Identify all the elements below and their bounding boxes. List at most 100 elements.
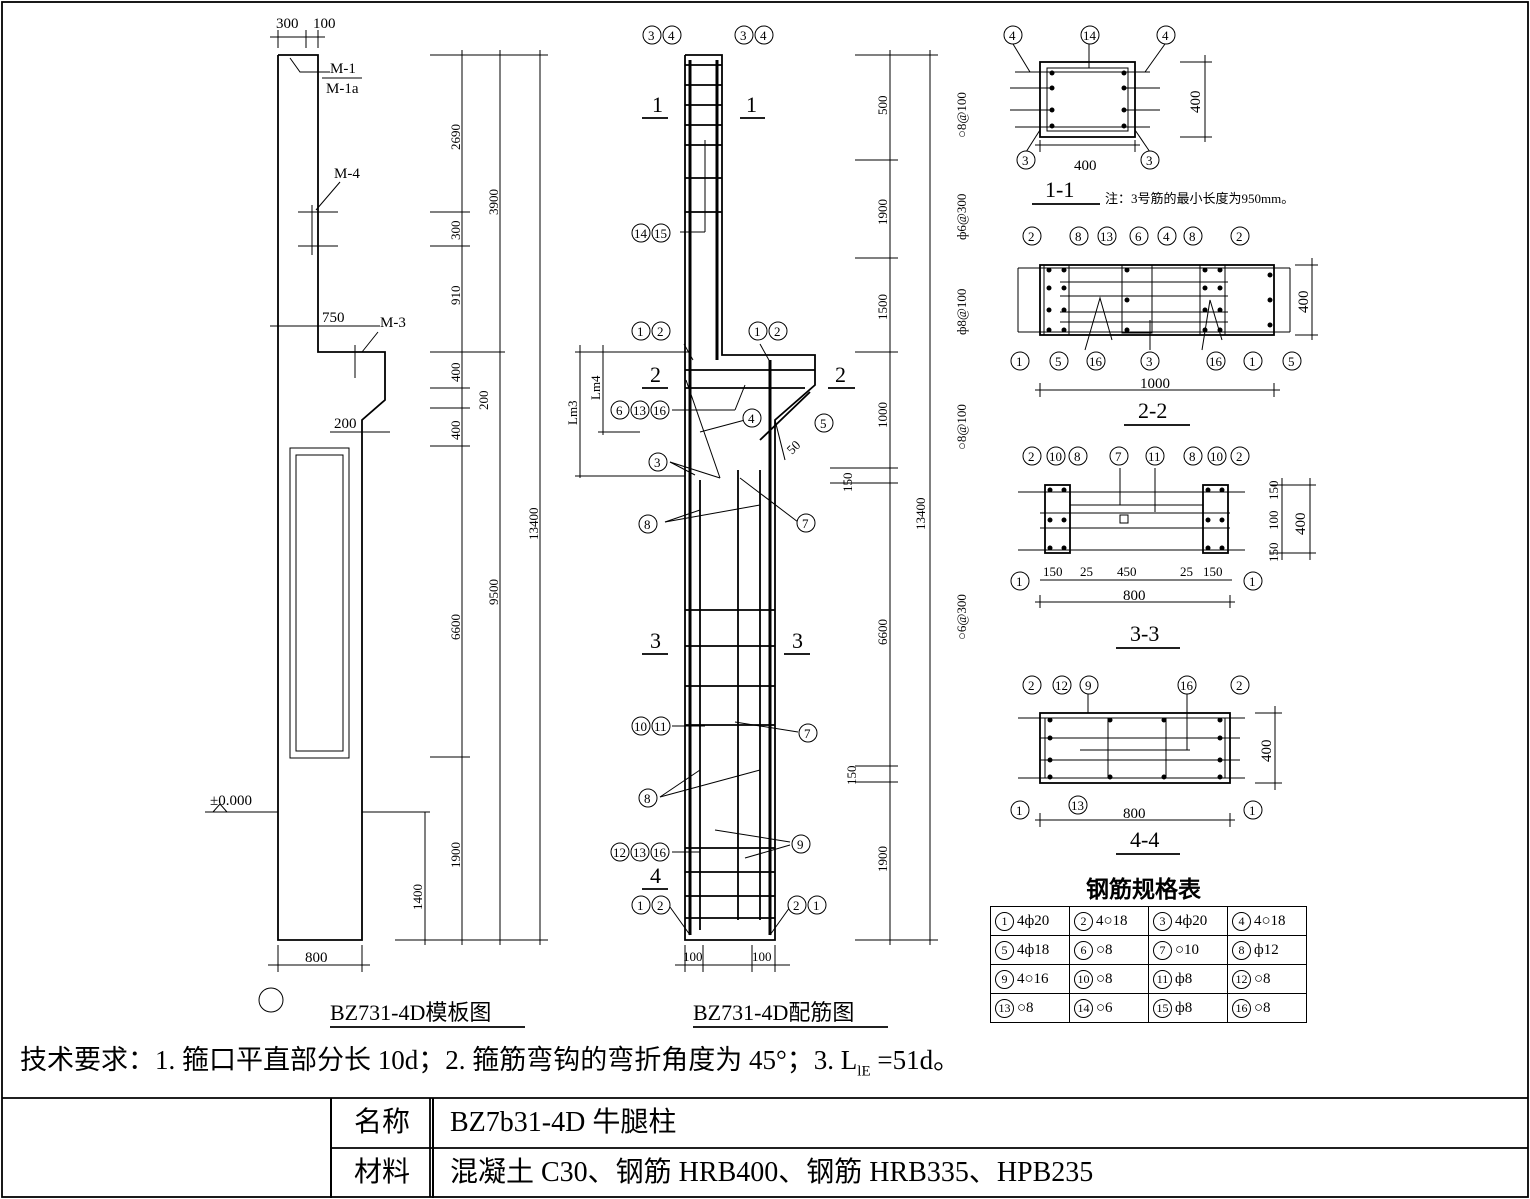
bar-number: 2 <box>1074 911 1093 931</box>
svg-text:4: 4 <box>1163 229 1170 244</box>
name-label: 名称 <box>332 1098 434 1148</box>
svg-text:100: 100 <box>1266 511 1281 531</box>
svg-text:2: 2 <box>1028 449 1035 464</box>
bar-number: 8 <box>1232 940 1251 960</box>
bar-spec: ○8 <box>1254 970 1271 987</box>
dim-50: 50 <box>784 437 804 457</box>
spacing-3: ф8@100 <box>954 289 969 335</box>
svg-text:12: 12 <box>1055 678 1068 693</box>
svg-text:11: 11 <box>654 719 667 734</box>
bar-spec: 4○18 <box>1254 912 1286 929</box>
svg-text:5: 5 <box>820 416 827 431</box>
material-value: 混凝土 C30、钢筋 HRB400、钢筋 HRB335、HPB235 <box>450 1157 1094 1188</box>
svg-text:12: 12 <box>613 845 626 860</box>
spec-cell: 10○8 <box>1069 964 1149 994</box>
svg-text:8: 8 <box>644 791 651 806</box>
tech-text: 技术要求：1. 箍口平直部分长 10d；2. 箍筋弯钩的弯折角度为 45°；3.… <box>20 1045 858 1075</box>
svg-text:25: 25 <box>1180 564 1193 579</box>
svg-text:10: 10 <box>1049 449 1062 464</box>
svg-text:8: 8 <box>1189 449 1196 464</box>
s22-title: 2-2 <box>1138 398 1167 423</box>
dim-1900: 1900 <box>448 842 463 868</box>
svg-text:150: 150 <box>1266 543 1281 563</box>
label-m1: M-1 <box>330 61 356 77</box>
bar-number: 10 <box>1074 969 1093 989</box>
label-m1a: M-1a <box>326 81 359 97</box>
formwork-title: BZ731-4D模板图 <box>330 1000 491 1025</box>
dim-9500: 9500 <box>486 579 501 605</box>
section-2-2: 2 8 13 6 4 8 2 1 5 16 3 16 1 5 1000 400 … <box>1010 226 1318 426</box>
dim-1400: 1400 <box>410 884 425 910</box>
bar-number: 14 <box>1074 998 1093 1018</box>
svg-text:16: 16 <box>1180 678 1194 693</box>
svg-text:4: 4 <box>668 28 675 43</box>
title-block: 名称 BZ7b31-4D 牛腿柱 材料 混凝土 C30、钢筋 HRB400、钢筋… <box>330 1098 1528 1198</box>
bar-number: 12 <box>1232 969 1251 989</box>
dim-100-right: 100 <box>752 949 772 964</box>
svg-text:1: 1 <box>1016 574 1023 589</box>
svg-text:16: 16 <box>653 403 667 418</box>
svg-text:1: 1 <box>754 324 761 339</box>
tech-requirements: 技术要求：1. 箍口平直部分长 10d；2. 箍筋弯钩的弯折角度为 45°；3.… <box>20 1038 960 1080</box>
spec-cell: 6○8 <box>1069 935 1149 965</box>
dim-100-left: 100 <box>683 949 703 964</box>
dim-400-a: 400 <box>448 363 463 383</box>
svg-text:3: 3 <box>654 455 661 470</box>
svg-text:2: 2 <box>793 898 800 913</box>
material-label: 材料 <box>332 1148 434 1198</box>
s11-height: 400 <box>1188 91 1204 114</box>
svg-text:150: 150 <box>1043 564 1063 579</box>
rebar-dim-6600: 6600 <box>875 619 890 645</box>
dim-800: 800 <box>305 950 328 966</box>
window-recess-inner <box>295 454 344 752</box>
dim-lm3: Lm3 <box>565 400 580 425</box>
svg-text:8: 8 <box>1074 449 1081 464</box>
spec-cell: 13○8 <box>990 993 1070 1023</box>
svg-text:13: 13 <box>633 845 646 860</box>
s44-title: 4-4 <box>1130 827 1159 852</box>
dim-6600: 6600 <box>448 614 463 640</box>
rebar-drawing: Lm3 Lm4 1 1 2 2 3 3 4 3 4 3 4 14 15 1 2 … <box>565 25 969 1028</box>
cut-3-left: 3 <box>650 628 661 653</box>
bar-spec: ○8 <box>1096 970 1113 987</box>
column-outline <box>277 54 386 941</box>
rebar-column-outline <box>684 54 816 941</box>
svg-text:5: 5 <box>1055 354 1062 369</box>
bar-spec: ○8 <box>1017 999 1034 1016</box>
svg-text:1: 1 <box>1016 803 1023 818</box>
rebar-dim-1500: 1500 <box>875 294 890 320</box>
s11-width: 400 <box>1074 158 1097 174</box>
s22-height: 400 <box>1296 291 1312 314</box>
dim-910: 910 <box>448 286 463 306</box>
spacing-2: ф6@300 <box>954 194 969 240</box>
rebar-dim-1900: 1900 <box>875 199 890 225</box>
svg-text:2: 2 <box>1236 229 1243 244</box>
bar-number: 5 <box>995 940 1014 960</box>
svg-text:13: 13 <box>633 403 646 418</box>
bar-spec: ○8 <box>1096 941 1113 958</box>
dim-200-corbel: 200 <box>334 416 357 432</box>
svg-text:25: 25 <box>1080 564 1093 579</box>
svg-text:150: 150 <box>1266 481 1281 501</box>
svg-text:8: 8 <box>1075 229 1082 244</box>
spec-table-title: 钢筋规格表 <box>1086 877 1201 902</box>
s33-height: 400 <box>1293 513 1309 536</box>
bar-number: 4 <box>1232 911 1251 931</box>
svg-text:1: 1 <box>1016 354 1023 369</box>
svg-text:10: 10 <box>1210 449 1223 464</box>
bar-spec: ф12 <box>1254 941 1279 958</box>
s22-width: 1000 <box>1140 376 1170 392</box>
svg-text:6: 6 <box>1135 229 1142 244</box>
svg-text:4: 4 <box>1162 28 1169 43</box>
title-row-material: 材料 混凝土 C30、钢筋 HRB400、钢筋 HRB335、HPB235 <box>332 1148 1528 1198</box>
svg-text:7: 7 <box>1115 449 1122 464</box>
svg-text:8: 8 <box>644 517 651 532</box>
